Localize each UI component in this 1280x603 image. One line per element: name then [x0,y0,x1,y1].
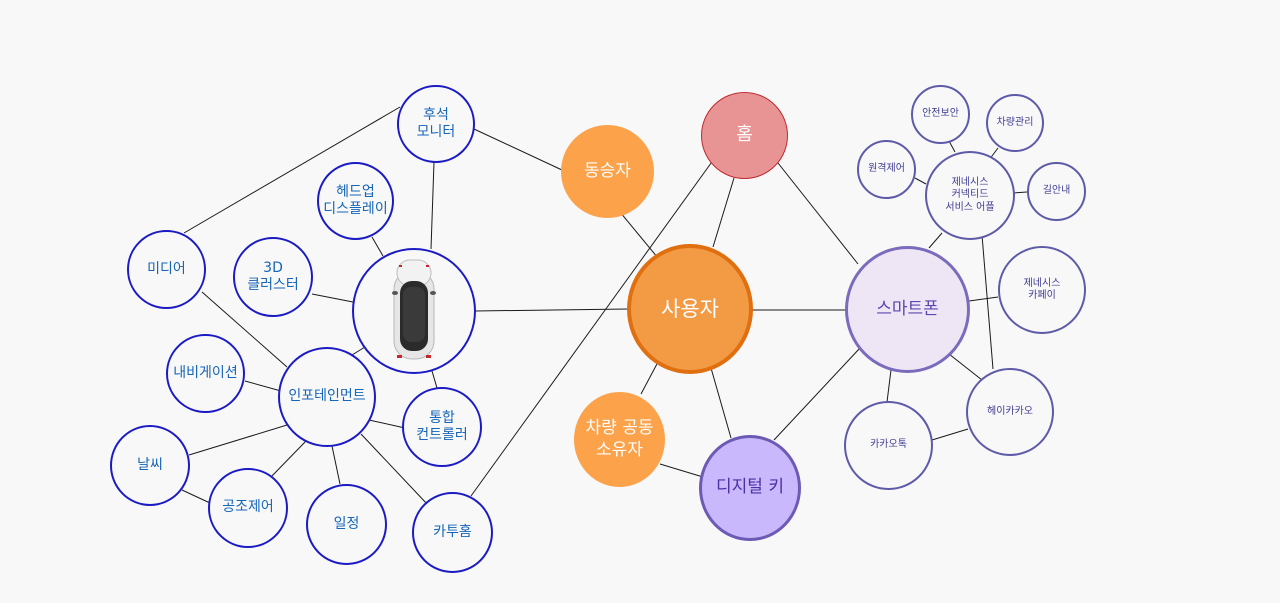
edge-app-phone [928,232,943,249]
node-security[interactable]: 안전보안 [911,85,970,144]
node-media[interactable]: 미디어 [127,230,206,309]
node-user[interactable]: 사용자 [627,244,753,374]
edge-media-info [201,291,288,368]
edge-home-phone [777,162,859,265]
edge-directions-app [1012,191,1028,194]
node-directions[interactable]: 길안내 [1027,162,1086,221]
edge-info-car [351,346,366,356]
edge-nav-info [244,380,282,392]
edge-info-schedule [331,445,341,485]
edge-passenger-rearmonitor [473,128,563,171]
edge-car-user [474,308,629,312]
edge-hud-car [371,236,384,257]
edge-3d-car [311,293,354,303]
node-digital-key[interactable]: 디지털 키 [699,435,801,541]
edge-info-controller [368,419,406,429]
edge-key-phone [773,347,861,441]
edge-share-key [659,463,704,478]
edge-user-key [710,367,732,439]
node-passenger[interactable]: 동승자 [561,125,654,218]
edge-rearmonitor-car [430,161,435,250]
node-hud[interactable]: 헤드업 디스플레이 [317,162,394,240]
node-rear-monitor[interactable]: 후석 모니터 [397,85,475,163]
edge-car-controller [431,370,438,389]
edge-app-heykakao [981,234,994,370]
node-remote-control[interactable]: 원격제어 [857,140,916,199]
edge-info-climate [269,440,307,479]
node-hey-kakao[interactable]: 헤이카카오 [966,368,1054,456]
edge-user-share [640,361,659,395]
edge-phone-heykakao [948,353,983,381]
node-kakao-talk[interactable]: 카카오톡 [844,401,933,490]
node-car[interactable] [352,248,476,374]
node-navigation[interactable]: 내비게이션 [166,334,245,413]
edges [181,106,1028,506]
node-weather[interactable]: 날씨 [110,425,190,506]
edge-weather-climate [181,489,211,504]
edge-kakaotalk-heykakao [931,428,969,441]
car-top-view-icon [392,259,436,360]
node-car-to-home[interactable]: 카투홈 [412,492,493,573]
node-schedule[interactable]: 일정 [306,484,387,565]
node-car-share[interactable]: 차량 공동 소유자 [574,392,665,487]
node-home[interactable]: 홈 [701,92,788,179]
edge-phone-kakaotalk [886,369,892,403]
edge-pay-phone [968,296,999,302]
node-integrated-controller[interactable]: 통합 컨트롤러 [402,387,482,467]
edge-info-cartohome [360,433,429,506]
edge-cartohome-home [470,158,715,497]
node-smartphone[interactable]: 스마트폰 [845,246,970,373]
edge-user-passenger [619,211,659,259]
edge-rearmonitor-media [183,106,401,234]
node-genesis-app[interactable]: 제네시스 커넥티드 서비스 어플 [925,151,1015,240]
edge-user-home [712,177,735,248]
node-vehicle-management[interactable]: 차량관리 [986,94,1044,152]
node-climate[interactable]: 공조제어 [208,468,288,548]
edge-remote-app [914,177,927,185]
edge-info-weather [188,424,288,456]
edge-security-app [948,140,956,153]
node-genesis-pay[interactable]: 제네시스 카페이 [998,246,1086,334]
node-3d-cluster[interactable]: 3D 클러스터 [233,237,313,317]
node-infotainment[interactable]: 인포테인먼트 [278,347,376,447]
